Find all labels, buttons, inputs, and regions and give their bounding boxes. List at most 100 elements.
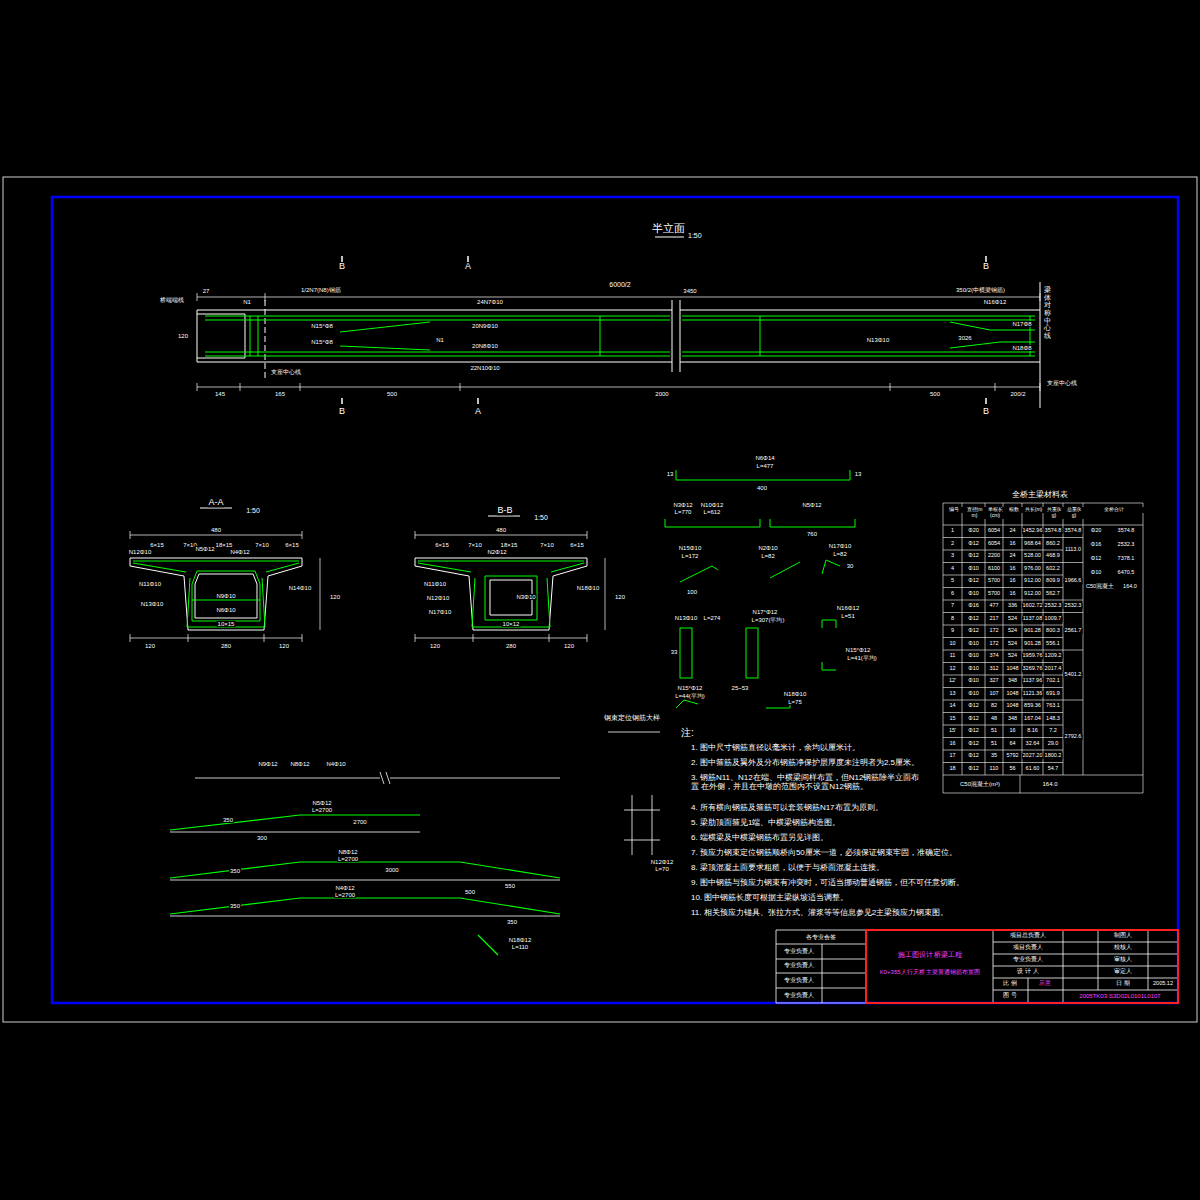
- drawing-label: 20N9Φ10: [471, 323, 499, 329]
- drawing-label: 18×15: [215, 542, 234, 548]
- drawing-label: N8Φ12: [337, 849, 358, 855]
- drawing-label: 602.2: [1045, 566, 1061, 572]
- drawing-label: 859.36: [1023, 703, 1042, 709]
- drawing-label: 100: [686, 589, 698, 595]
- drawing-label: Φ12: [967, 741, 980, 747]
- drawing-label: N1: [435, 337, 445, 343]
- drawing-label: 27: [202, 288, 211, 294]
- drawing-label: 350/2(中横梁钢筋): [955, 287, 1006, 293]
- drawing-label: L=307(平均): [751, 617, 786, 623]
- drawing-label: 468.9: [1045, 553, 1061, 559]
- drawing-label: N11Φ10: [423, 581, 447, 587]
- drawing-label: 制图人: [1113, 933, 1133, 939]
- drawing-label: 107: [988, 691, 999, 697]
- drawing-label: 9: [950, 628, 955, 634]
- drawing-label: 1048: [1005, 703, 1019, 709]
- drawing-label: 7×10: [254, 542, 270, 548]
- drawing-label: 日 期: [1115, 981, 1131, 987]
- drawing-label: C50混凝土: [1085, 584, 1115, 590]
- drawing-label: N15°Φ12: [677, 685, 704, 691]
- drawing-label: N15°Φ12: [845, 647, 872, 653]
- drawing-label: 17: [948, 753, 956, 759]
- drawing-label: Φ12: [967, 753, 980, 759]
- drawing-label: 120: [144, 643, 156, 649]
- drawing-label: 直径(mm): [963, 507, 986, 519]
- drawing-label: N17°Φ12: [752, 609, 779, 615]
- drawing-label: Φ10: [967, 666, 980, 672]
- drawing-label: 专业负责人: [783, 978, 815, 984]
- drawing-label: 20N8Φ10: [471, 343, 499, 349]
- drawing-label: 2200: [987, 553, 1001, 559]
- drawing-label: 共长(m): [1023, 507, 1044, 513]
- drawing-label: 800.3: [1045, 628, 1061, 634]
- drawing-label: N4Φ10: [325, 761, 346, 767]
- drawing-label: 1: [950, 528, 955, 534]
- drawing-label: 1:50: [687, 232, 703, 239]
- drawing-label: Φ20: [967, 528, 980, 534]
- drawing-label: N3Φ10: [515, 594, 536, 600]
- drawing-label: 1121.36: [1022, 691, 1043, 697]
- drawing-label: 165: [274, 391, 286, 397]
- drawing-label: 280: [220, 643, 232, 649]
- drawing-label: N18Φ12: [508, 937, 532, 943]
- drawing-label: N5Φ12: [801, 502, 822, 508]
- drawing-label: 1137.96: [1022, 678, 1043, 684]
- drawing-label: 120: [177, 333, 189, 339]
- drawing-label: 120: [278, 643, 290, 649]
- drawing-label: Φ12: [967, 578, 980, 584]
- drawing-label: 2700: [352, 819, 367, 825]
- drawing-label: 16: [1008, 566, 1016, 572]
- drawing-label: 10: [948, 641, 956, 647]
- drawing-label: N17Φ10: [828, 543, 852, 549]
- drawing-label: 7: [950, 603, 955, 609]
- drawing-label: 专业负责人: [783, 963, 815, 969]
- drawing-label: 110: [989, 766, 1000, 772]
- drawing-label: L=44(平均): [674, 693, 706, 699]
- drawing-label: 64: [1008, 741, 1016, 747]
- drawing-label: 3574.8: [1064, 528, 1083, 534]
- drawing-label: 968.64: [1023, 541, 1042, 547]
- drawing-label: 7378.1: [1117, 556, 1136, 562]
- drawing-label: 5: [950, 578, 955, 584]
- drawing-label: 4. 所有横向钢筋及箍筋可以套装钢筋N17布置为原则。: [690, 804, 884, 812]
- drawing-label: N5Φ12: [194, 546, 215, 552]
- drawing-label: 注:: [680, 728, 695, 739]
- drawing-label: C50混凝土(m³): [959, 781, 1001, 787]
- drawing-label: 1113.0: [1064, 547, 1082, 553]
- drawing-label: 项目总负责人: [1009, 933, 1047, 939]
- drawing-label: 2000: [654, 391, 669, 397]
- drawing-label: 6. 端横梁及中横梁钢筋布置另见详图。: [690, 834, 829, 842]
- drawing-label: N13Φ10: [866, 337, 890, 343]
- drawing-label: 全桥合计: [1084, 507, 1144, 513]
- drawing-label: 13: [666, 471, 675, 477]
- drawing-label: B-B: [496, 506, 513, 515]
- drawing-label: N1: [242, 299, 252, 305]
- drawing-label: 各专业会签: [805, 934, 837, 940]
- drawing-label: 29.0: [1047, 741, 1060, 747]
- drawing-label: 5. 梁肋顶面箍见1端、中横梁钢筋构造图。: [690, 819, 841, 827]
- drawing-label: N17Φ8: [1011, 321, 1032, 327]
- drawing-label: 901.28: [1023, 628, 1042, 634]
- drawing-label: 6100: [987, 566, 1001, 572]
- drawing-label: 760: [806, 531, 818, 537]
- drawing-label: 2792.6: [1064, 734, 1083, 740]
- drawing-label: L=172: [681, 553, 700, 559]
- drawing-label: N15°Φ8: [310, 339, 334, 345]
- drawing-label: 1048: [1005, 691, 1019, 697]
- drawing-label: 16: [1008, 591, 1016, 597]
- drawing-label: L=2700: [311, 807, 333, 813]
- drawing-label: 500: [929, 391, 941, 397]
- drawing-label: 8. 梁顶混凝土面要求粗糙，以便于与桥面混凝土连接。: [690, 864, 885, 872]
- drawing-label: Φ12: [967, 703, 980, 709]
- drawing-label: L=477: [756, 463, 775, 469]
- drawing-label: 82: [990, 703, 998, 709]
- drawing-label: N8Φ12: [289, 761, 310, 767]
- drawing-label: 1. 图中尺寸钢筋直径以毫米计，余均以厘米计。: [690, 744, 861, 752]
- drawing-label: 2027.20: [1022, 753, 1044, 759]
- drawing-label: 支座中心线: [1046, 380, 1078, 386]
- drawing-label: Φ12: [967, 728, 980, 734]
- drawing-label: 350: [229, 868, 241, 874]
- drawing-label: 25~53: [731, 685, 750, 691]
- drawing-label: 550: [504, 883, 516, 889]
- drawing-label: 3: [950, 553, 955, 559]
